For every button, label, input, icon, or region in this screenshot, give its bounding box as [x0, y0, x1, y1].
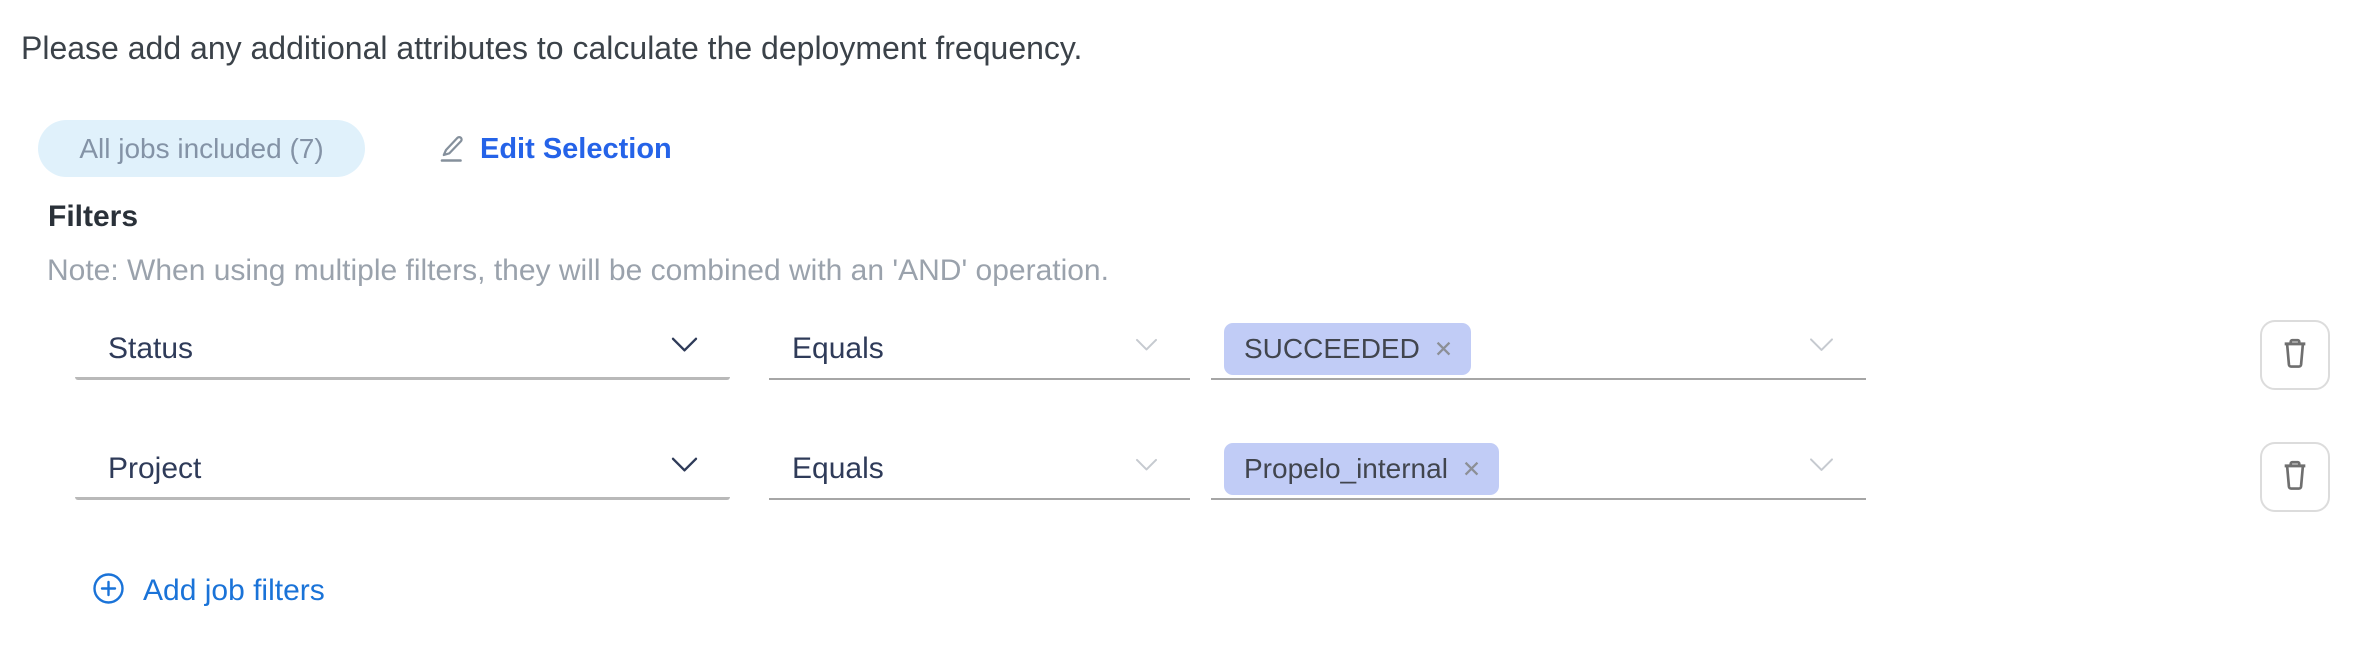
attribute-select-status[interactable]: Status [75, 320, 730, 380]
intro-text: Please add any additional attributes to … [21, 30, 1083, 66]
operator-select-value: Equals [792, 452, 884, 485]
edit-selection-button[interactable]: Edit Selection [437, 128, 672, 170]
remove-tag-icon[interactable]: ✕ [1461, 455, 1482, 482]
add-job-filters-button[interactable]: Add job filters [92, 572, 325, 610]
add-job-filters-label: Add job filters [143, 574, 325, 607]
operator-select-value: Equals [792, 332, 884, 365]
operator-select-status[interactable]: Equals [769, 320, 1190, 380]
selected-value-label: Propelo_internal [1244, 453, 1448, 484]
chevron-down-icon [1809, 337, 1834, 357]
edit-pencil-icon [437, 131, 465, 168]
delete-filter-button[interactable] [2260, 442, 2330, 512]
selected-value-label: SUCCEEDED [1244, 333, 1420, 364]
edit-selection-label: Edit Selection [480, 132, 672, 165]
operator-select-project[interactable]: Equals [769, 440, 1190, 500]
filters-note: Note: When using multiple filters, they … [47, 254, 1109, 287]
attribute-select-value: Project [108, 451, 202, 485]
value-select-project[interactable]: Propelo_internal ✕ [1211, 440, 1866, 500]
remove-tag-icon[interactable]: ✕ [1433, 335, 1454, 362]
filters-heading: Filters [48, 200, 139, 233]
selected-value-tag: Propelo_internal ✕ [1224, 443, 1500, 495]
chevron-down-icon [1135, 458, 1158, 477]
selected-value-tag: SUCCEEDED ✕ [1224, 323, 1472, 375]
chevron-down-icon [1135, 338, 1158, 357]
value-select-status[interactable]: SUCCEEDED ✕ [1211, 320, 1866, 380]
chevron-down-icon [671, 336, 698, 357]
attribute-select-value: Status [108, 331, 194, 365]
all-jobs-included-badge: All jobs included (7) [38, 120, 365, 177]
attribute-select-project[interactable]: Project [75, 440, 730, 500]
all-jobs-included-label: All jobs included (7) [79, 132, 324, 164]
trash-icon [2279, 336, 2311, 375]
chevron-down-icon [1809, 457, 1834, 477]
chevron-down-icon [671, 456, 698, 477]
plus-circle-icon [92, 572, 125, 610]
delete-filter-button[interactable] [2260, 320, 2330, 390]
trash-icon [2279, 458, 2311, 497]
